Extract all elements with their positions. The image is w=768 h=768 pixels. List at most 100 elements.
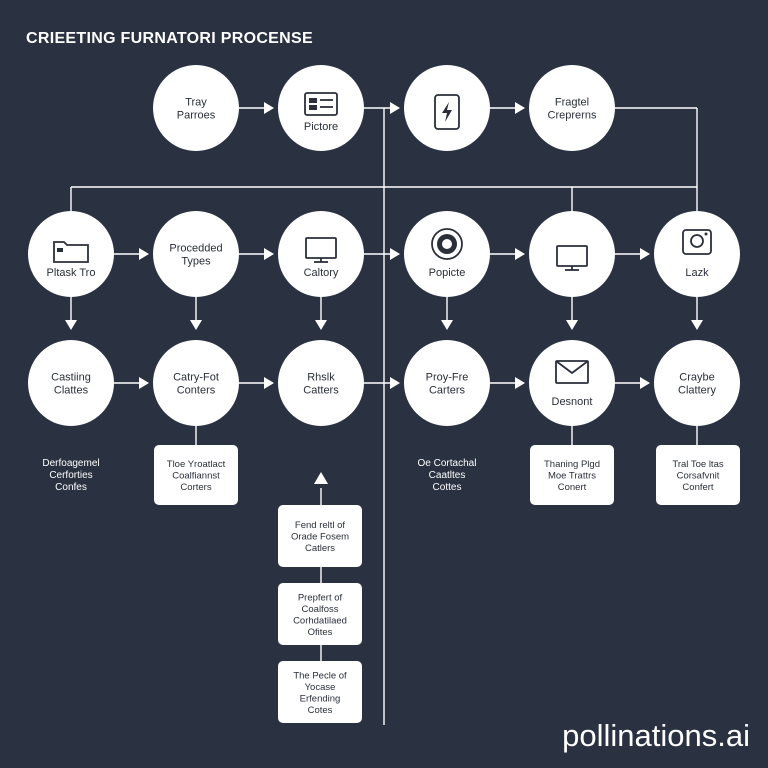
- free-note-label: Oe Cortachal: [418, 458, 477, 469]
- node-circle: [153, 340, 239, 426]
- node-circle: [278, 340, 364, 426]
- box-label: Confert: [682, 482, 714, 493]
- box-label: Conert: [558, 482, 587, 493]
- free-note-label: Caatltes: [429, 470, 466, 481]
- node-label: Catry-Fot: [173, 372, 219, 384]
- box-label: Tral Toe ltas: [672, 459, 723, 470]
- monitor-icon: [305, 237, 337, 263]
- node-circle: [404, 340, 490, 426]
- box-rect: [278, 505, 362, 567]
- arrow-head: [264, 102, 274, 114]
- box-rect: [278, 661, 362, 723]
- node-circle: [529, 211, 615, 297]
- arrow-head: [315, 320, 327, 330]
- node-label: Catters: [303, 385, 339, 397]
- box-label: Corhdatilaed: [293, 615, 347, 626]
- node-label: Procedded: [169, 243, 222, 255]
- free-note-label: Confes: [55, 482, 87, 493]
- box-label: Corters: [180, 482, 211, 493]
- node-label: Caltory: [304, 267, 339, 279]
- node-label: Carters: [429, 385, 466, 397]
- box-label: Coalfiannst: [172, 471, 220, 482]
- id-card-icon: [304, 92, 338, 116]
- process-node-r2c1: Pltask Tro: [28, 211, 114, 297]
- tablet-bolt-icon: [434, 94, 460, 130]
- box-label: Yocase: [305, 682, 336, 693]
- box-label: Tloe Yroatlact: [167, 459, 226, 470]
- node-circle: [654, 340, 740, 426]
- arrow-head: [139, 377, 149, 389]
- free-note-label: Derfoagemel: [42, 458, 99, 469]
- arrow-head: [190, 320, 202, 330]
- connector-lines: [65, 102, 703, 725]
- node-circle: [153, 65, 239, 151]
- process-node-r2c5: [529, 211, 615, 297]
- node-label: Conters: [177, 385, 216, 397]
- node-label: Clattes: [54, 385, 89, 397]
- process-node-r3c5: Desnont: [529, 340, 615, 426]
- box-label: Catlers: [305, 543, 335, 554]
- box-label: Ofites: [308, 627, 333, 638]
- box-label: Erfending: [300, 693, 341, 704]
- process-node-r2c4: Popicte: [404, 211, 490, 297]
- box-rect: [656, 445, 740, 505]
- arrow-head: [515, 248, 525, 260]
- arrow-head: [264, 248, 274, 260]
- box-label: Fend reltl of: [295, 520, 346, 531]
- node-circle: [153, 211, 239, 297]
- free-note-label: Cottes: [433, 482, 462, 493]
- node-label: Craybe: [679, 372, 714, 384]
- box-label: Corsafvnit: [677, 471, 720, 482]
- node-label: Desnont: [552, 396, 593, 408]
- node-label: Pltask Tro: [47, 267, 96, 279]
- envelope-icon: [555, 360, 589, 384]
- watermark-logo: pollinations.ai: [562, 718, 750, 753]
- node-label: Pictore: [304, 121, 338, 133]
- node-label: Types: [181, 256, 211, 268]
- process-node-r1c3: [404, 65, 490, 151]
- box-rect: [530, 445, 614, 505]
- arrow-head: [314, 472, 328, 484]
- monitor-icon: [556, 245, 588, 271]
- arrow-head: [566, 320, 578, 330]
- box-rect: [154, 445, 238, 505]
- node-circle: [278, 211, 364, 297]
- node-label: Rhslk: [307, 372, 335, 384]
- arrow-head: [441, 320, 453, 330]
- process-node-r1c2: Pictore: [278, 65, 364, 151]
- box-label: Prepfert of: [298, 592, 343, 603]
- arrow-head: [515, 377, 525, 389]
- arrow-head: [390, 102, 400, 114]
- coin-icon: [431, 228, 463, 260]
- node-label: Fragtel: [555, 97, 589, 109]
- arrow-head: [640, 377, 650, 389]
- box-rect: [278, 583, 362, 645]
- arrow-head: [640, 248, 650, 260]
- node-circle: [28, 211, 114, 297]
- box-label: Orade Fosem: [291, 532, 349, 543]
- arrow-head: [515, 102, 525, 114]
- node-label: Lazk: [685, 267, 709, 279]
- box-label: Cotes: [308, 705, 333, 716]
- box-label: Moe Trattrs: [548, 471, 596, 482]
- arrow-head: [139, 248, 149, 260]
- node-label: Creprerns: [548, 110, 597, 122]
- box-label: Coalfoss: [302, 604, 339, 615]
- arrow-head: [264, 377, 274, 389]
